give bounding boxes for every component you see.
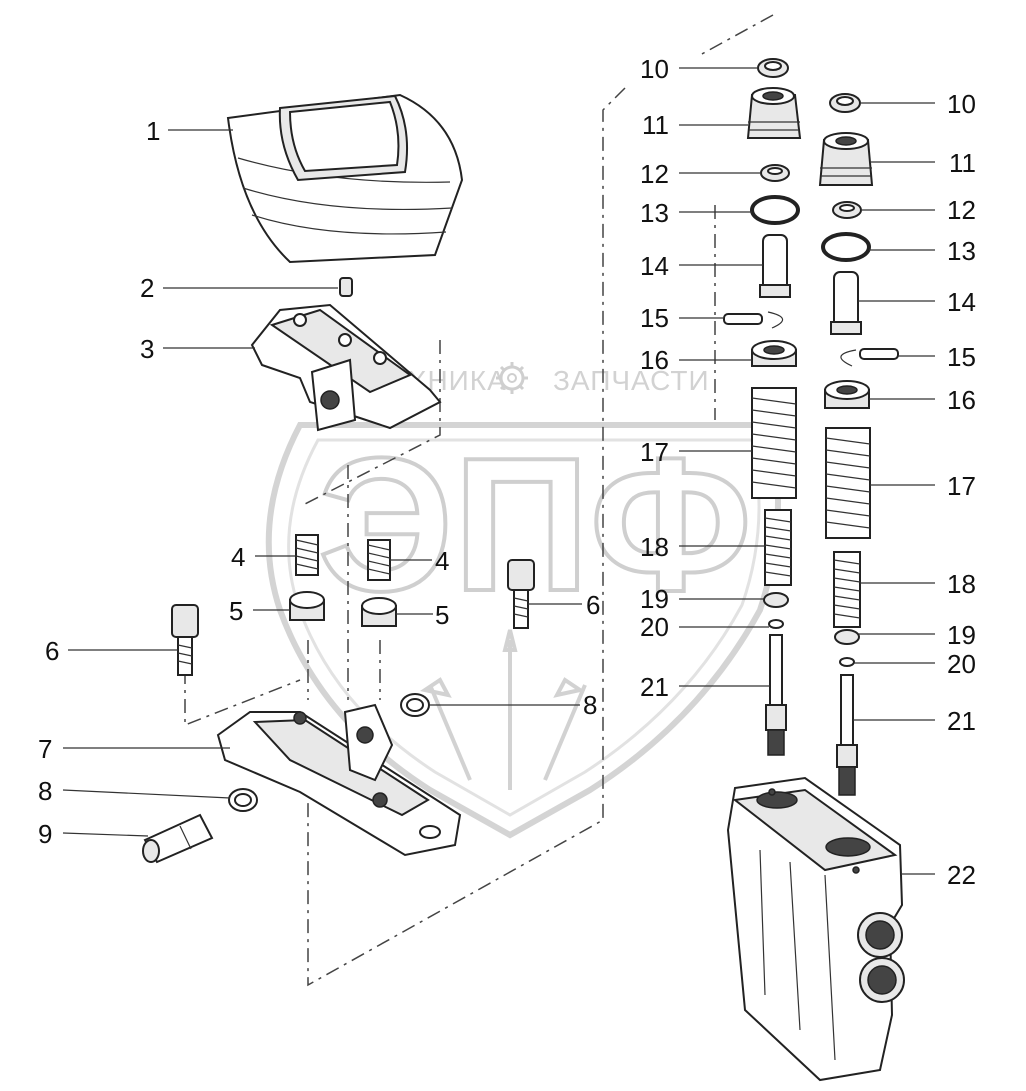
- gear-icon: [496, 362, 528, 394]
- label-part-15-b: 15: [947, 342, 976, 372]
- watermark-right-text: ЗАПЧАСТИ: [553, 365, 710, 396]
- label-part-20-b: 20: [947, 649, 976, 679]
- part-21-spool-a: [765, 634, 787, 756]
- part-11-cap-a: [746, 87, 802, 139]
- label-part-4-right: 4: [435, 546, 449, 576]
- part-18-spring-a: [764, 509, 792, 586]
- part-2-stud: [339, 277, 353, 297]
- label-part-10-a: 10: [640, 54, 669, 84]
- part-1-rubber-boot: [226, 93, 464, 264]
- wheat-emblem: [419, 629, 587, 790]
- part-19-washer-b: [834, 629, 860, 645]
- part-20-ring-a: [768, 619, 784, 629]
- label-part-8-right: 8: [583, 690, 597, 720]
- label-part-18-a: 18: [640, 532, 669, 562]
- part-11-cap-b: [818, 132, 874, 186]
- part-4-spring-left: [295, 534, 319, 576]
- part-5-bushing-left: [289, 591, 325, 621]
- part-5-bushing-right: [361, 597, 397, 627]
- part-16-seat-b: [824, 380, 870, 409]
- label-part-9: 9: [38, 819, 52, 849]
- label-part-11-b: 11: [949, 148, 976, 178]
- label-part-4-left: 4: [231, 542, 245, 572]
- label-part-2: 2: [140, 273, 154, 303]
- leader-lines: [62, 67, 935, 875]
- part-13-oring-a: [750, 195, 800, 225]
- part-10-washer-a: [757, 58, 789, 78]
- label-part-6-center: 6: [586, 590, 600, 620]
- label-part-21-b: 21: [947, 706, 976, 736]
- part-16-seat-a: [751, 340, 797, 367]
- watermark: ТЕХНИКА ЗАПЧАСТИ ЭПФ: [265, 362, 781, 839]
- label-part-6-left: 6: [45, 636, 59, 666]
- part-10-washer-b: [829, 93, 861, 113]
- part-6-bolt-left: [171, 604, 199, 676]
- label-part-22: 22: [947, 860, 976, 890]
- label-part-12-b: 12: [947, 195, 976, 225]
- label-part-13-a: 13: [640, 198, 669, 228]
- part-20-ring-b: [839, 657, 855, 667]
- part-8-ring-right: [400, 693, 430, 717]
- part-18-spring-b: [833, 551, 861, 628]
- label-part-17-a: 17: [640, 437, 669, 467]
- part-8-ring-left: [228, 788, 258, 812]
- part-9-pin: [142, 813, 214, 864]
- label-part-11-a: 11: [642, 110, 669, 140]
- label-part-15-a: 15: [640, 303, 669, 333]
- part-21-spool-b: [836, 674, 858, 796]
- watermark-logo-text: ЭПФ: [318, 419, 752, 631]
- part-15-clip-a: [723, 311, 784, 329]
- label-part-7: 7: [38, 734, 52, 764]
- label-part-12-a: 12: [640, 159, 669, 189]
- watermark-shield-inner: [287, 438, 761, 817]
- label-part-19-a: 19: [640, 584, 669, 614]
- part-15-clip-b: [840, 348, 899, 367]
- part-7-base-plate: [216, 703, 462, 857]
- label-part-18-b: 18: [947, 569, 976, 599]
- part-4-spring-right: [367, 539, 391, 581]
- label-part-8-left: 8: [38, 776, 52, 806]
- label-part-5-left: 5: [229, 596, 243, 626]
- label-part-21-a: 21: [640, 672, 669, 702]
- part-14-plunger-b: [830, 271, 862, 335]
- label-part-5-right: 5: [435, 600, 449, 630]
- part-12-washer-a: [760, 164, 790, 182]
- label-part-14-a: 14: [640, 251, 669, 281]
- label-part-16-b: 16: [947, 385, 976, 415]
- part-19-washer-a: [763, 592, 789, 608]
- part-13-oring-b: [821, 232, 871, 262]
- part-22-valve-body: [726, 776, 905, 1082]
- assembly-lines: [184, 14, 774, 987]
- part-3-lever-bracket: [250, 303, 442, 432]
- part-14-plunger-a: [759, 234, 791, 298]
- label-part-3: 3: [140, 334, 154, 364]
- label-part-1: 1: [146, 116, 160, 146]
- label-part-14-b: 14: [947, 287, 976, 317]
- label-part-13-b: 13: [947, 236, 976, 266]
- label-part-10-b: 10: [947, 89, 976, 119]
- part-6-bolt-center: [507, 559, 535, 629]
- part-12-washer-b: [832, 201, 862, 219]
- label-part-19-b: 19: [947, 620, 976, 650]
- label-part-17-b: 17: [947, 471, 976, 501]
- label-part-20-a: 20: [640, 612, 669, 642]
- part-17-spring-b: [825, 427, 871, 539]
- callout-labels: 1 2 3 4 4 5 5 6 6 7 8 8 9 10 11 12 13 14…: [38, 54, 976, 890]
- label-part-16-a: 16: [640, 345, 669, 375]
- part-17-spring-a: [751, 387, 797, 499]
